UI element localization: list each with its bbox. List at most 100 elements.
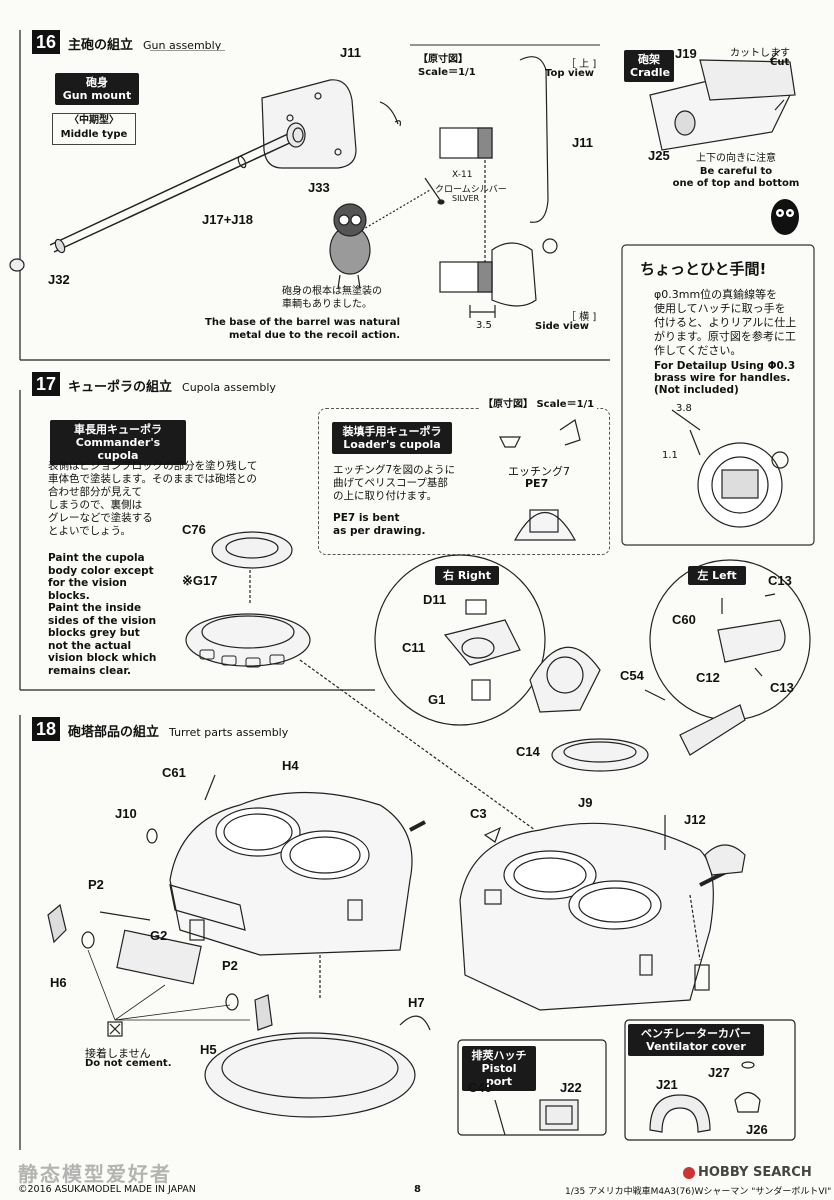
cmd-en-9: vision block which — [48, 652, 157, 664]
part-c76: C76 — [182, 522, 206, 537]
part-j9: J9 — [578, 795, 593, 810]
loader-jp-1: エッチング7を図のように — [333, 464, 456, 476]
part-g1: G1 — [428, 692, 446, 707]
cut-en: Cut — [770, 57, 790, 68]
cradle-en: Cradle — [630, 66, 671, 79]
gun-mount-badge: 砲身 Gun mount — [55, 73, 139, 105]
dimension-35: 3.5 — [476, 320, 492, 331]
cmd-jp-4: しまうので、裏側は — [48, 499, 143, 511]
cmd-en-4: blocks. — [48, 589, 90, 602]
tip-dim-b: 1.1 — [662, 450, 678, 461]
cmd-jp-6: とよいでしょう。 — [48, 525, 132, 537]
scale-17-jp: 【原寸図】 — [483, 399, 533, 410]
side-view-en: Side view — [535, 321, 590, 332]
tip-jp-3: 付けると、よりリアルに仕上 — [654, 316, 797, 329]
etching-7-jp: エッチング7 — [508, 465, 570, 478]
cmd-en-3: for the vision — [48, 577, 127, 589]
top-view-jp: ［ 上 ] — [566, 59, 597, 70]
mascot-note-en-2: metal due to the recoil action. — [229, 329, 400, 341]
watermark-left: 静态模型爱好者 — [18, 1162, 172, 1186]
hobby-search-icon — [683, 1166, 695, 1179]
no-cement-jp: 接着しません — [85, 1047, 151, 1060]
part-c14: C14 — [516, 744, 540, 759]
pistol-port-jp: 排莢ハッチ — [471, 1049, 527, 1062]
watermark-right: HOBBY SEARCH — [683, 1165, 812, 1180]
commander-note-jp: 表側はビジョンブロックの部分を塗り残して 車体色で塗装します。そのままでは砲塔と… — [48, 460, 257, 538]
loader-cupola-panel — [318, 408, 610, 555]
pistol-port-badge: 排莢ハッチ Pistol port — [462, 1046, 536, 1091]
step-title-en: Turret parts assembly — [169, 726, 289, 739]
careful-note: 上下の向きに注意 Be careful to one of top and bo… — [672, 153, 800, 191]
tip-title: ちょっとひと手間! — [640, 260, 767, 278]
cmd-en-10: remains clear. — [48, 664, 132, 677]
cmd-jp-1: 表側はビジョンブロックの部分を塗り残して — [48, 460, 258, 472]
part-h6: H6 — [50, 975, 67, 990]
part-j19: J19 — [675, 46, 697, 61]
part-c13-bottom: C13 — [770, 680, 794, 695]
part-j33: J33 — [308, 180, 330, 195]
part-g2: G2 — [150, 928, 168, 943]
cmd-en-8: not the actual — [48, 639, 132, 652]
middle-type-box: 〈中期型〉 Middle type — [52, 113, 136, 145]
middle-type-jp: 〈中期型〉 — [69, 115, 119, 126]
commander-cupola-jp: 車長用キューポラ — [74, 423, 162, 436]
part-c40: C40 — [468, 1080, 492, 1095]
tip-jp-1: φ0.3mm位の真鍮線等を — [654, 288, 778, 301]
tip-body-en: For Detailup Using Φ0.3 brass wire for h… — [654, 360, 795, 396]
loader-cupola-jp: 装填手用キューポラ — [342, 425, 442, 438]
right-badge: 右 Right — [435, 566, 499, 585]
step-title-jp: 砲塔部品の組立 — [68, 725, 160, 740]
step-number: 16 — [32, 30, 60, 54]
loader-note-jp: エッチング7を図のように 曲げてペリスコープ基部 の上に取り付けます。 — [333, 464, 455, 503]
right-jp: 右 — [442, 569, 454, 582]
part-j17-j18: J17+J18 — [202, 212, 253, 227]
ventilator-cover-badge: ベンチレーターカバー Ventilator cover — [628, 1024, 764, 1056]
loader-en-2: as per drawing. — [333, 524, 426, 537]
tip-jp-5: 作してください。 — [654, 344, 742, 357]
commander-cupola-en: Commander's cupola — [75, 436, 161, 462]
part-h7: H7 — [408, 995, 425, 1010]
footer-copyright: ©2016 ASUKAMODEL MADE IN JAPAN — [18, 1184, 196, 1195]
cmd-jp-5: グレーなどで塗装する — [48, 512, 153, 524]
left-en: Left — [712, 569, 737, 582]
tip-jp-4: がります。原寸図を参考に工 — [654, 330, 796, 343]
scale-17-en: Scale＝1/1 — [536, 399, 595, 410]
part-pe7: PE7 — [525, 477, 549, 490]
cmd-en-6: sides of the vision — [48, 614, 157, 627]
part-c60: C60 — [672, 612, 696, 627]
step-number: 18 — [32, 717, 60, 741]
part-p2-right: P2 — [222, 958, 238, 973]
tip-en-1: For Detailup Using Φ0.3 — [654, 360, 796, 372]
left-jp: 左 — [697, 569, 709, 582]
scale-label-17: 【原寸図】 Scale＝1/1 — [480, 395, 598, 410]
tip-en-3: (Not included) — [654, 384, 739, 396]
mascot-note-en-1: The base of the barrel was natural — [205, 317, 400, 328]
ventilator-cover-en: Ventilator cover — [646, 1040, 746, 1053]
part-j11-scale: J11 — [572, 135, 593, 150]
footer-product: 1/35 アメリカ中戦車M4A3(76)Wシャーマン "サンダーボルトVI" — [565, 1187, 832, 1197]
step-title-en: Cupola assembly — [182, 381, 276, 394]
part-c12: C12 — [696, 670, 720, 685]
loader-cupola-badge: 装填手用キューポラ Loader's cupola — [332, 422, 452, 454]
part-j11: J11 — [340, 45, 361, 60]
cmd-en-7: blocks grey but — [48, 627, 140, 639]
part-j25: J25 — [648, 148, 670, 163]
tip-en-2: brass wire for handles. — [654, 372, 791, 384]
part-c3: C3 — [470, 806, 487, 821]
left-badge: 左 Left — [688, 566, 746, 585]
gun-mount-en: Gun mount — [62, 89, 132, 102]
part-h5: H5 — [200, 1042, 217, 1057]
scale-label-en: Scale＝1/1 — [418, 67, 476, 78]
part-g17: ※G17 — [182, 573, 218, 588]
no-cement-en: Do not cement. — [85, 1058, 172, 1069]
part-c13-top: C13 — [768, 573, 792, 588]
right-en: Right — [457, 569, 492, 582]
part-j12: J12 — [684, 812, 706, 827]
paint-code: X-11 — [452, 170, 473, 180]
mascot-note-jp-1: 砲身の根本は無塗装の — [282, 286, 382, 297]
gun-mount-jp: 砲身 — [86, 76, 108, 89]
cmd-jp-3: 合わせ部分が見えて — [48, 486, 142, 498]
